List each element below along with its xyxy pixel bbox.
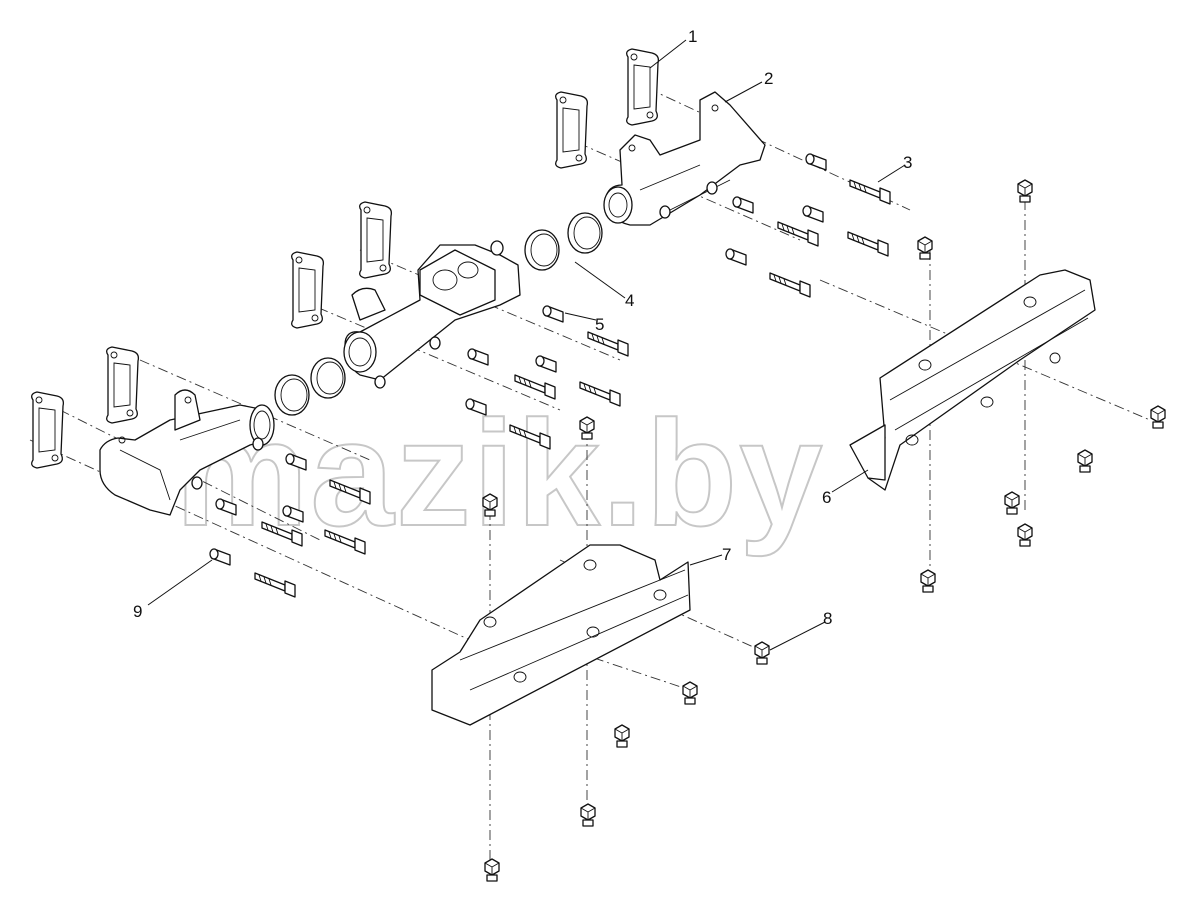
callout-9: 9 xyxy=(133,602,142,621)
heat-shield-front xyxy=(431,544,691,726)
heat-shield-rear xyxy=(849,269,1096,491)
callout-1: 1 xyxy=(688,27,697,46)
callout-3: 3 xyxy=(903,153,912,172)
callout-leaders xyxy=(147,39,906,651)
callout-numbers: 1 2 3 4 5 6 7 8 9 xyxy=(133,27,912,628)
callout-6: 6 xyxy=(822,488,831,507)
callout-2: 2 xyxy=(764,69,773,88)
callout-7: 7 xyxy=(722,545,731,564)
callout-8: 8 xyxy=(823,609,832,628)
manifold-section-middle xyxy=(343,240,521,389)
callout-5: 5 xyxy=(595,315,604,334)
manifold-section-rear xyxy=(603,91,766,226)
manifold-section-front xyxy=(99,389,275,516)
callout-4: 4 xyxy=(625,291,634,310)
